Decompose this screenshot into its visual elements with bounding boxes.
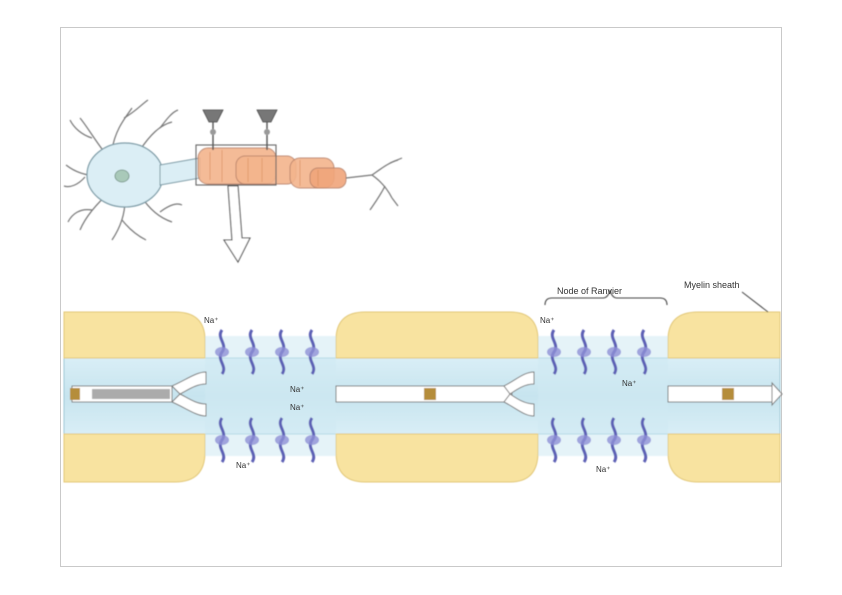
label-node-of-ranvier: Node of Ranvier bbox=[557, 286, 622, 296]
neuron-illustration bbox=[64, 100, 402, 262]
axon-terminals bbox=[346, 158, 402, 210]
label-na-5: Na⁺ bbox=[540, 316, 554, 325]
nucleus bbox=[115, 170, 129, 182]
ion-marker bbox=[722, 388, 734, 400]
electrode-left bbox=[203, 110, 223, 150]
electrode-right bbox=[257, 110, 277, 150]
ion-marker bbox=[70, 388, 80, 400]
label-na-1: Na⁺ bbox=[204, 316, 218, 325]
label-na-7: Na⁺ bbox=[596, 465, 610, 474]
label-na-3: Na⁺ bbox=[290, 403, 304, 412]
axon-detail bbox=[64, 290, 782, 482]
current-tube-3 bbox=[668, 383, 782, 405]
label-na-4: Na⁺ bbox=[236, 461, 250, 470]
label-myelin-sheath: Myelin sheath bbox=[684, 280, 740, 290]
current-arrow-icon bbox=[224, 186, 250, 262]
ion-marker bbox=[424, 388, 436, 400]
myelin-pointer bbox=[742, 292, 768, 312]
label-na-2: Na⁺ bbox=[290, 385, 304, 394]
label-na-6: Na⁺ bbox=[622, 379, 636, 388]
